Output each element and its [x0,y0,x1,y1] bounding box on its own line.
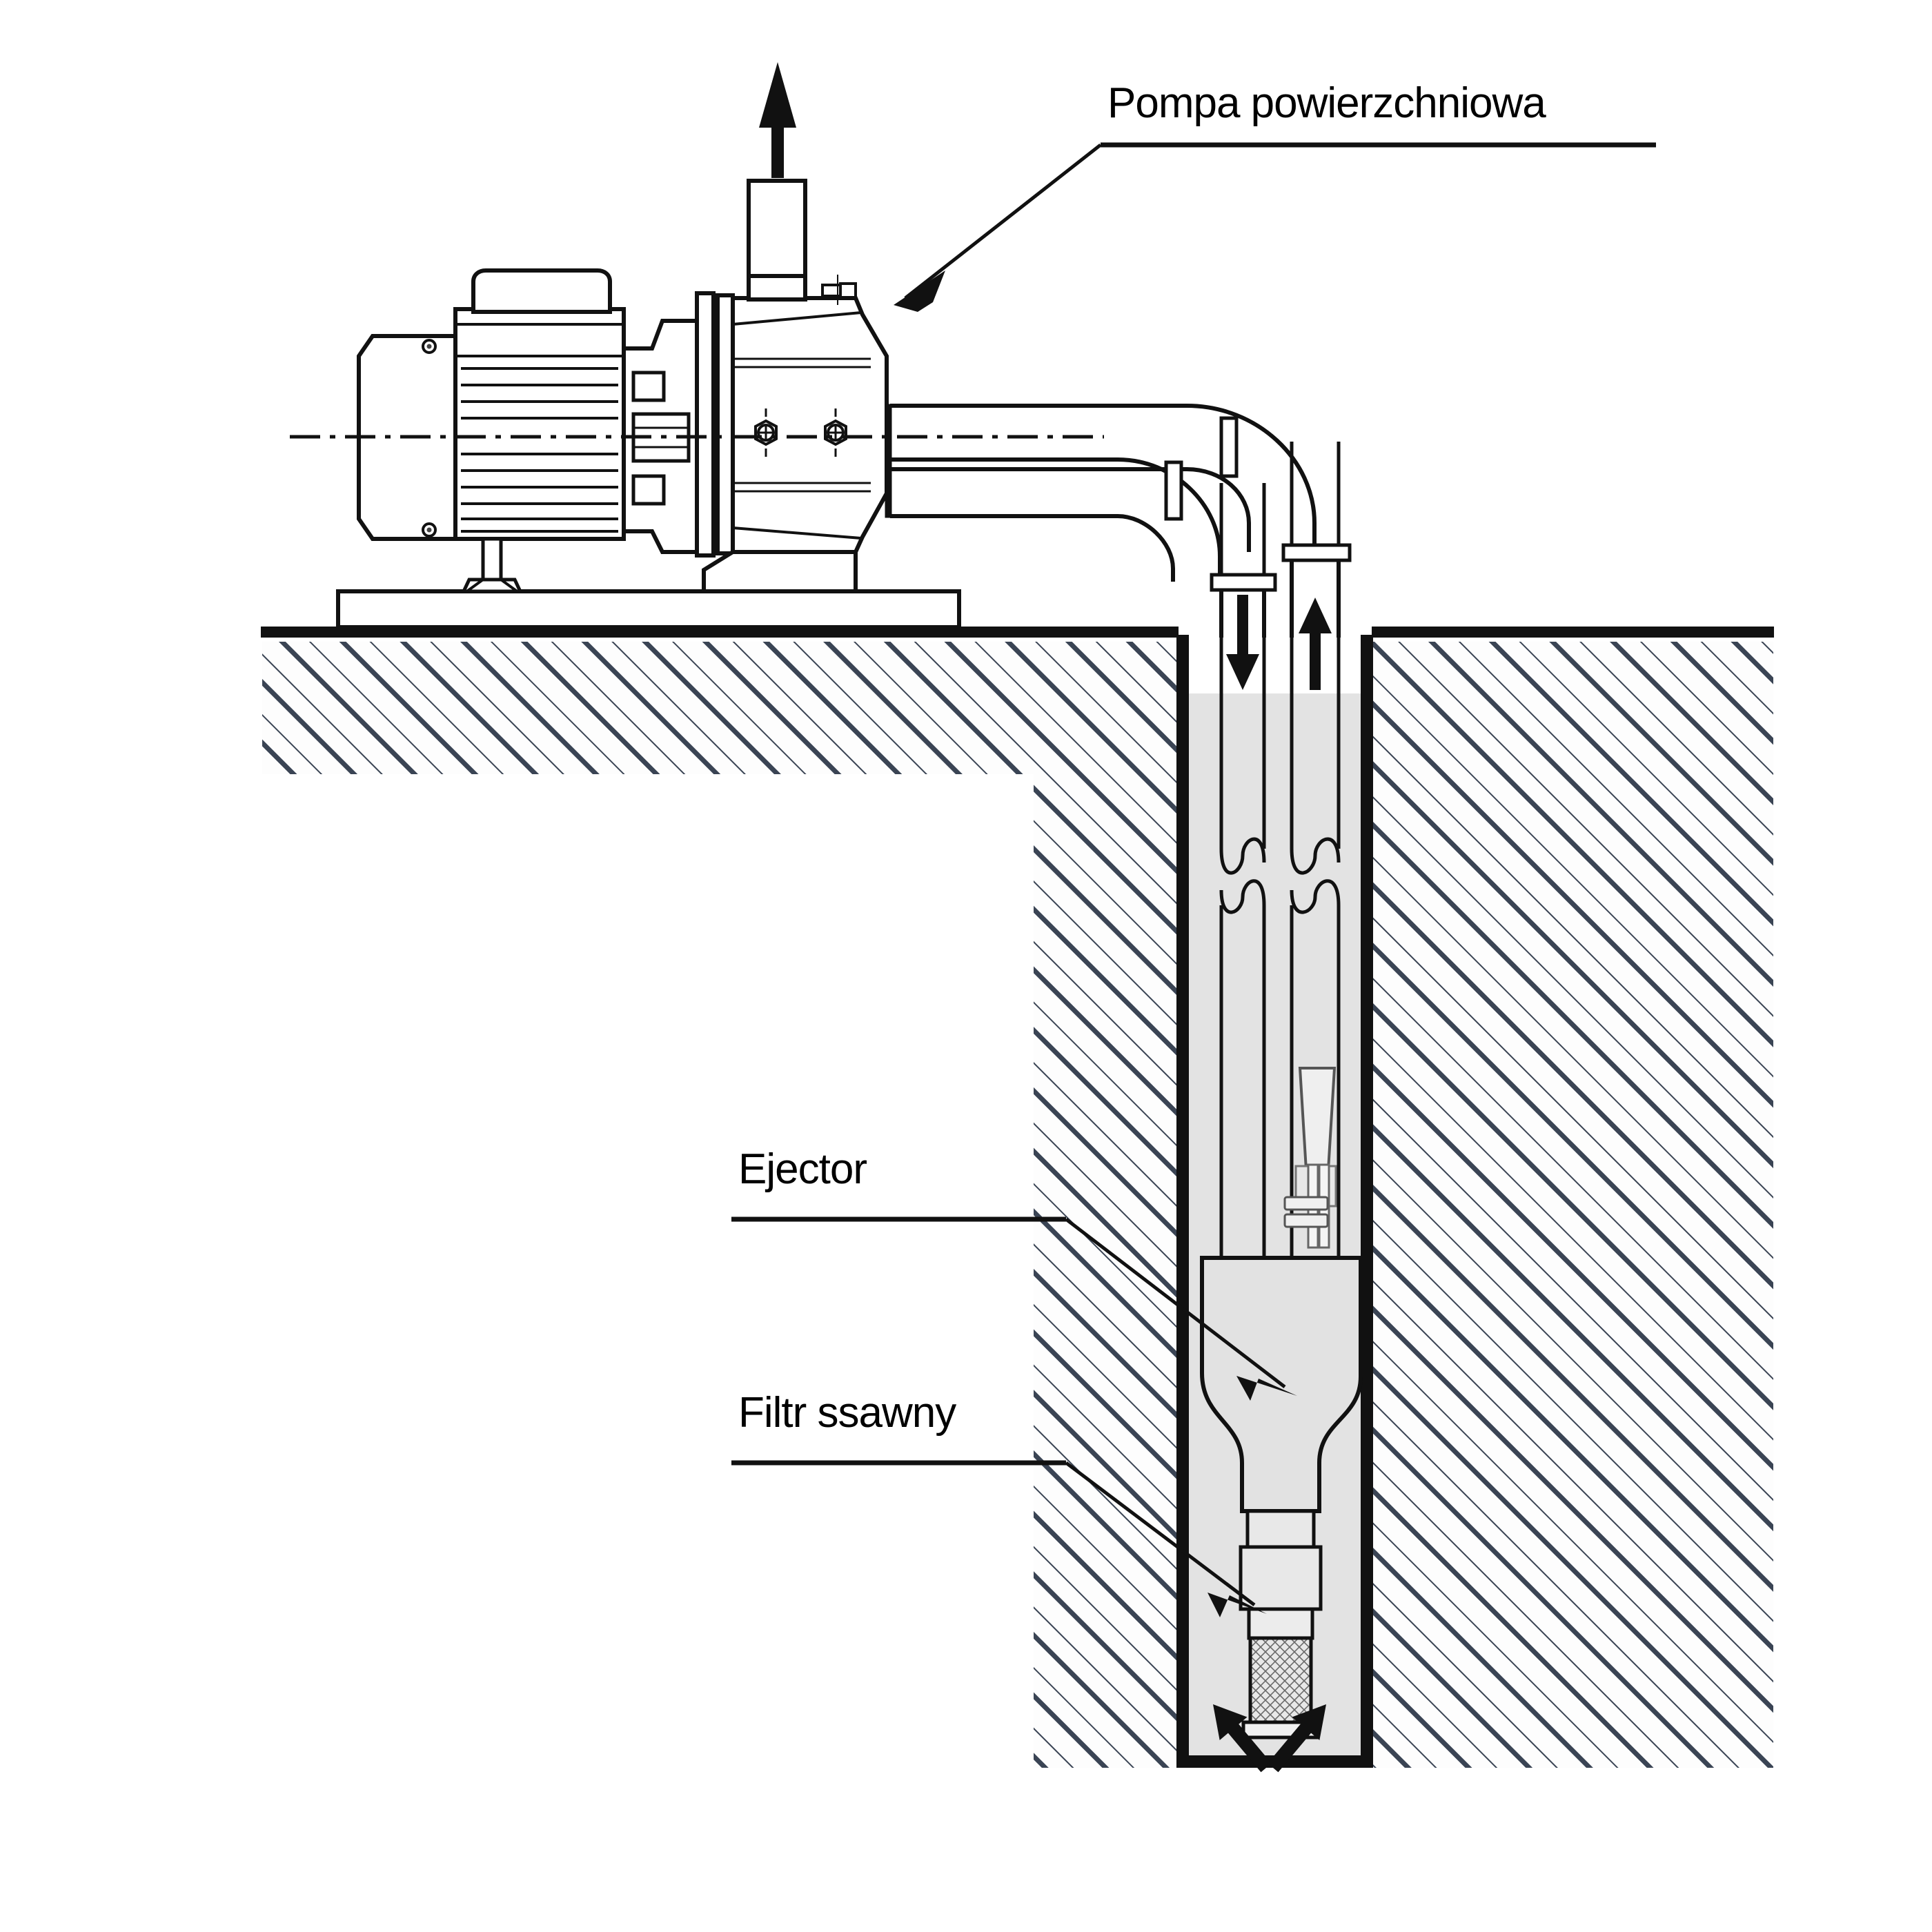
suction-up-arrow [1299,598,1332,690]
pump-outlet-manifold [885,404,892,518]
label-ejector-text: Ejector [738,1145,867,1193]
motor-foot-pad [461,578,523,593]
volute-bolt-left [754,408,778,457]
well-wall-right [1361,635,1373,1766]
flange-lower-horizontal [1164,460,1183,521]
inlet-arrow-right [1268,1704,1326,1773]
label-filter-text: Filtr ssawny [738,1389,956,1437]
label-ejector-arrowhead [1236,1376,1297,1401]
label-filter-arrowhead [1208,1593,1267,1617]
riser-flow-arrows [1226,595,1332,690]
label-filter: Filtr ssawny [731,1389,1267,1617]
label-pump-leader [904,144,1102,299]
bracket-window-bottom [631,474,666,506]
motor-terminal-box [471,268,612,314]
inlet-arrow-left [1213,1704,1272,1773]
well-pipes [1219,442,1341,1258]
nozzle-flange-lower [1283,1213,1329,1228]
label-pump-text: Pompa powierzchniowa [1107,79,1546,127]
discharge-pipe [747,179,807,302]
ground-left-column [1034,642,1176,1768]
pump-housing [702,275,889,593]
flange-upper-horizontal [1219,416,1239,478]
ground-left-band [262,642,1176,774]
filter-inlet-arrows [1213,1704,1326,1773]
flange-left-riser [1210,573,1277,592]
ejector-coupling-lower [1247,1607,1314,1640]
motor-foot-post [481,537,503,582]
label-pump: Pompa powierzchniowa [894,79,1656,312]
ground-surface-right [1372,627,1774,638]
motor-body [453,307,626,541]
discharge-flow-arrow [759,62,796,178]
surface-pipework [890,404,1317,582]
electric-motor [357,268,626,593]
pressure-down-arrow [1226,595,1259,690]
discharge-pipe-collar [747,274,807,302]
nozzle-flange-upper [1283,1196,1329,1211]
pump-support-pedestal [702,550,858,593]
label-ejector-leader [1065,1218,1286,1388]
pump-base-plate [336,589,961,629]
bracket-flange-plate [695,291,716,558]
flange-right-riser [1281,543,1352,562]
pump-flange-plate [716,293,735,555]
ground-right-block [1373,642,1773,1768]
motor-cooling-fins [461,367,618,533]
housing-top-bolts [821,275,857,305]
filter-mesh [1248,1636,1313,1724]
bracket-window-top [631,371,666,402]
discharge-pipe-upper [747,179,807,278]
label-pump-arrowhead [894,270,945,312]
label-ejector: Ejector [731,1145,1297,1401]
well-wall-left [1176,635,1189,1766]
label-filter-leader [1065,1461,1256,1606]
ejector-coupling-mid [1239,1545,1323,1611]
pipe-flanges [1164,416,1352,592]
motor-pump-bracket [622,291,735,558]
ejector-nozzle-assembly [1283,1067,1337,1249]
ejector-coupling-upper [1245,1509,1316,1549]
